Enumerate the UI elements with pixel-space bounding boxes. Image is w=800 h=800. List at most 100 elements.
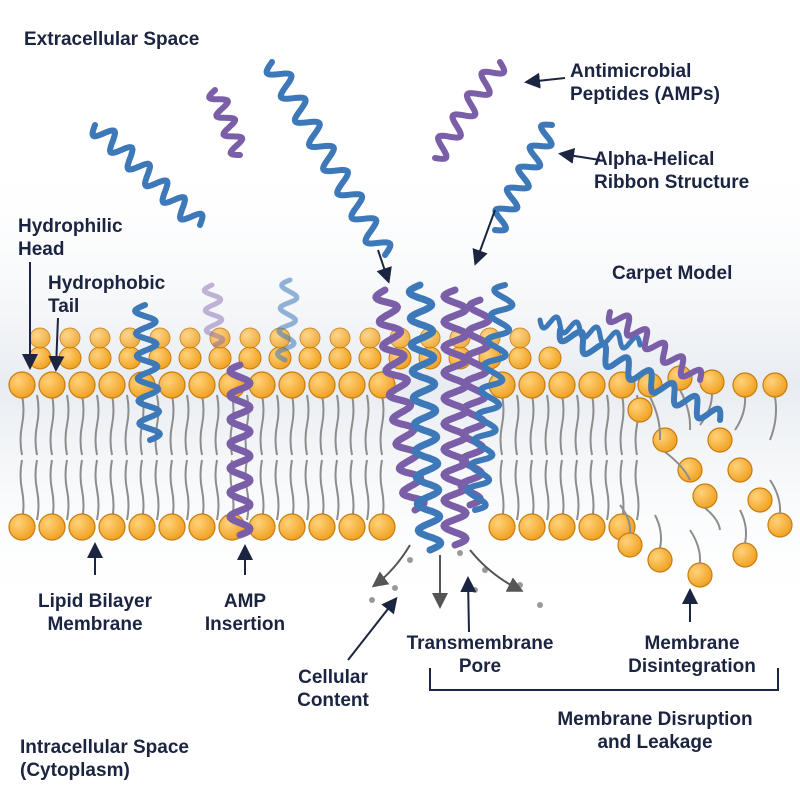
lipid-head-icon <box>179 327 201 349</box>
amp-insertion-label: AMP Insertion <box>204 591 286 635</box>
lipid-tail <box>34 459 40 521</box>
lipid-tail <box>349 459 355 521</box>
lipid-tail <box>619 394 625 456</box>
lipid-head-icon <box>687 562 713 588</box>
lipid-head-icon <box>762 372 788 398</box>
helix-icon <box>201 282 226 348</box>
cellular-content-label: Cellular Content <box>297 667 369 711</box>
lipid-head-icon <box>359 327 381 349</box>
lipid-tail <box>604 394 610 456</box>
lipid-head-icon <box>727 457 753 483</box>
lipid-tail <box>649 396 662 441</box>
lipid-head-icon <box>338 371 366 399</box>
lipid-head-icon <box>188 513 216 541</box>
lipid-head-icon <box>158 513 186 541</box>
membrane-disruption-label: Membrane Disruption and Leakage <box>557 709 753 753</box>
lipid-tail <box>94 394 100 456</box>
lipid-tail <box>559 459 565 521</box>
lipid-tail <box>289 459 295 521</box>
lipid-head-icon <box>278 371 306 399</box>
lipid-tail <box>544 459 550 521</box>
leak-arrow-icon <box>371 544 411 588</box>
helix-icon <box>440 286 470 549</box>
carpet-model-region <box>617 365 793 588</box>
lipid-head-icon <box>488 513 516 541</box>
lipid-tail <box>244 459 250 521</box>
lipid-head-icon <box>299 327 321 349</box>
lipid-tail <box>499 459 505 521</box>
lipid-head-icon <box>647 547 673 573</box>
lipid-tail <box>79 459 85 521</box>
lipid-head-icon <box>548 371 576 399</box>
lipid-tail <box>259 394 265 456</box>
lipid-tail <box>124 394 130 456</box>
lipid-tail <box>304 459 310 521</box>
hydrophobic-tail-label: Hydrophobic Tail <box>48 273 166 317</box>
arrow-icon <box>347 596 398 661</box>
lipid-head-icon <box>548 513 576 541</box>
lipid-head-icon <box>29 327 51 349</box>
lipid-tail <box>379 394 385 456</box>
lipid-head-icon <box>732 372 758 398</box>
alpha-helical-label: Alpha-Helical Ribbon Structure <box>594 149 750 193</box>
helix-icon <box>263 59 394 258</box>
disruption-bracket <box>429 668 779 691</box>
membrane-disintegration-label: Membrane Disintegration <box>628 633 756 677</box>
lipid-tail <box>199 394 205 456</box>
lipid-head-icon <box>178 346 202 370</box>
content-particle <box>537 602 543 608</box>
lipid-tail <box>79 394 85 456</box>
lipid-head-icon <box>8 371 36 399</box>
lipid-head-icon <box>538 346 562 370</box>
lipid-tail <box>214 459 220 521</box>
lipid-tail <box>679 389 692 431</box>
content-particle <box>517 582 523 588</box>
lipid-tail <box>704 507 721 531</box>
content-particle <box>457 550 463 556</box>
lipid-head-icon <box>707 427 733 453</box>
lipid-tail <box>379 459 385 521</box>
lipid-head-icon <box>298 346 322 370</box>
lipid-tail <box>199 459 205 521</box>
lipid-head-icon <box>358 346 382 370</box>
lipid-tail <box>689 529 702 564</box>
lipid-tail <box>34 394 40 456</box>
lipid-head-icon <box>747 487 773 513</box>
lipid-tail <box>169 459 175 521</box>
lipid-head-icon <box>329 327 351 349</box>
lipid-head-icon <box>578 513 606 541</box>
lipid-head-icon <box>188 371 216 399</box>
content-particle <box>407 557 413 563</box>
lipid-head-icon <box>68 513 96 541</box>
lipid-head-icon <box>732 542 758 568</box>
arrow-icon <box>48 317 65 372</box>
content-particle <box>392 585 398 591</box>
lipid-tail <box>274 459 280 521</box>
lipid-tail <box>64 459 70 521</box>
lipid-tail <box>124 459 130 521</box>
lipid-head-icon <box>767 512 793 538</box>
lipid-head-icon <box>328 346 352 370</box>
arrow-icon <box>524 72 566 89</box>
lipid-tail <box>49 394 55 456</box>
lipid-head-icon <box>652 427 678 453</box>
amp-helices <box>89 59 724 554</box>
lipid-tail <box>514 394 520 456</box>
annotation-arrows <box>22 72 698 661</box>
lipid-tail <box>734 396 747 431</box>
lipid-tail <box>619 504 632 534</box>
intracellular-label: Intracellular Space (Cytoplasm) <box>20 737 189 781</box>
lipid-tail <box>334 459 340 521</box>
lipid-head-icon <box>677 457 703 483</box>
lipid-head-icon <box>158 371 186 399</box>
lipid-tail <box>289 394 295 456</box>
lipid-head-icon <box>128 513 156 541</box>
lipid-bilayer-label: Lipid Bilayer Membrane <box>37 591 153 635</box>
lipid-head-icon <box>578 371 606 399</box>
lipid-head-icon <box>308 513 336 541</box>
lipid-tail <box>169 394 175 456</box>
lipid-head-icon <box>508 346 532 370</box>
lipid-tail <box>769 396 777 441</box>
